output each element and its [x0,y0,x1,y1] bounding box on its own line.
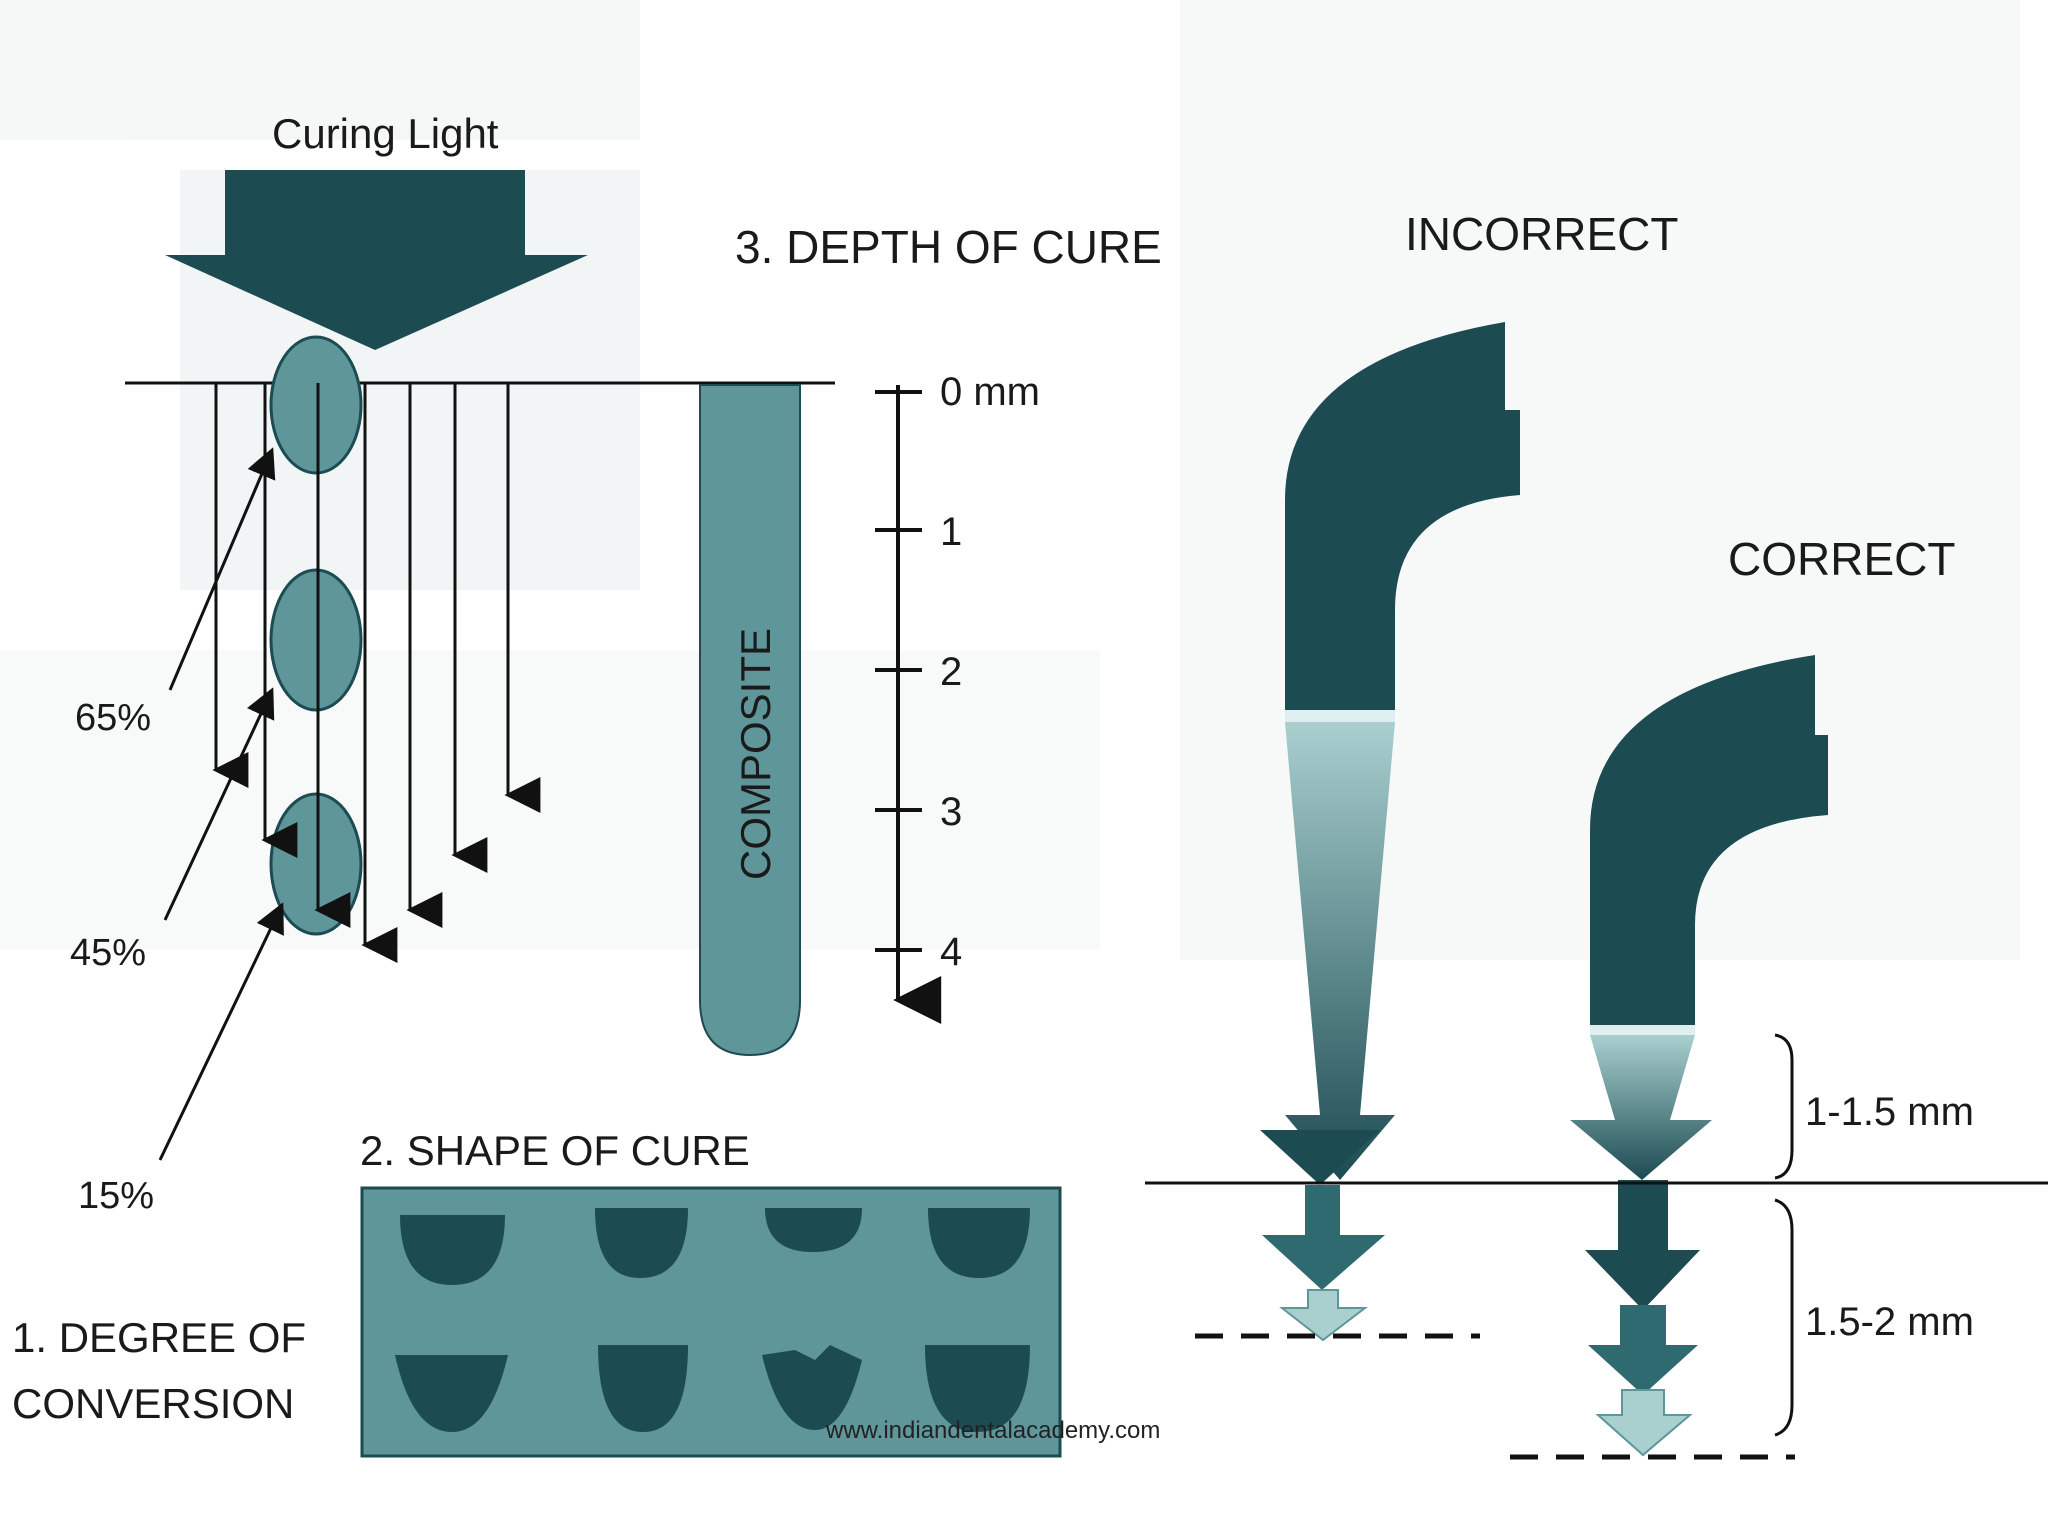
cure-shape [395,1355,508,1432]
tick-label-4: 4 [940,930,962,974]
correct-beam-arrow-2 [1588,1305,1698,1395]
zone-65 [269,335,363,475]
zone-15 [269,792,363,936]
cure-shape [928,1208,1030,1278]
depth-of-cure: 3. DEPTH OF CURE COMPOSITE 0 mm 1 2 3 4 [699,221,1162,1057]
depth-of-cure-label: 3. DEPTH OF CURE [735,221,1162,273]
cure-shape [595,1208,688,1278]
correct-beam-arrow-1 [1585,1180,1700,1310]
correct-beam-arrow-3 [1595,1389,1693,1457]
watermark: www.indiandentalacademy.com [825,1417,1160,1444]
pointer-arrow [158,902,284,1161]
upper-dimension-label: 1-1.5 mm [1805,1090,1974,1134]
conversion-zones [269,335,363,936]
cure-shape [925,1345,1030,1432]
lower-dimension-label: 1.5-2 mm [1805,1300,1974,1344]
tip-distance-comparison: INCORRECT CORRECT 1-1.5 mm 1.5-2 mm [1145,208,2048,1460]
incorrect-tip-band [1285,710,1395,722]
cure-shape [598,1345,688,1432]
correct-light-guide [1590,655,1828,1025]
lower-dimension-bracket [1774,1198,1794,1437]
pointer-arrow [168,447,276,691]
incorrect-light-guide [1285,322,1520,710]
shape-of-cure: 2. SHAPE OF CURE [360,1127,1062,1458]
pointer-arrow [163,687,275,921]
incorrect-label: INCORRECT [1405,208,1678,260]
cure-shape [765,1208,862,1252]
cure-shape [400,1215,505,1285]
percent-15: 15% [78,1175,154,1217]
composite-column [699,384,801,1057]
percent-45: 45% [70,932,146,974]
degree-label-line1: 1. DEGREE OF [12,1314,306,1361]
tick-label-0: 0 mm [940,370,1040,414]
composite-label: COMPOSITE [732,628,779,880]
curing-light-arrow [165,170,588,350]
incorrect-beam [1285,722,1395,1180]
degree-of-conversion: 65% 45% 15% 1. DEGREE OF CONVERSION [12,447,306,1427]
cure-shape [762,1345,862,1430]
incorrect-beam-mid-arrow [1262,1185,1385,1290]
upper-dimension-bracket [1774,1033,1794,1180]
tick-label-1: 1 [940,510,962,554]
correct-tip-band [1590,1025,1695,1035]
incorrect-beam-low-arrow [1279,1289,1368,1342]
shape-of-cure-label: 2. SHAPE OF CURE [360,1127,750,1174]
correct-beam [1570,1035,1712,1180]
tick-label-2: 2 [940,650,962,694]
curing-light: Curing Light [165,110,588,350]
correct-label: CORRECT [1728,533,1955,585]
curing-light-label: Curing Light [272,110,499,157]
zone-45 [269,568,363,712]
tick-label-3: 3 [940,790,962,834]
incorrect-beam-upper-arrow [1260,1130,1380,1185]
degree-label-line2: CONVERSION [12,1380,294,1427]
percent-65: 65% [75,697,151,739]
